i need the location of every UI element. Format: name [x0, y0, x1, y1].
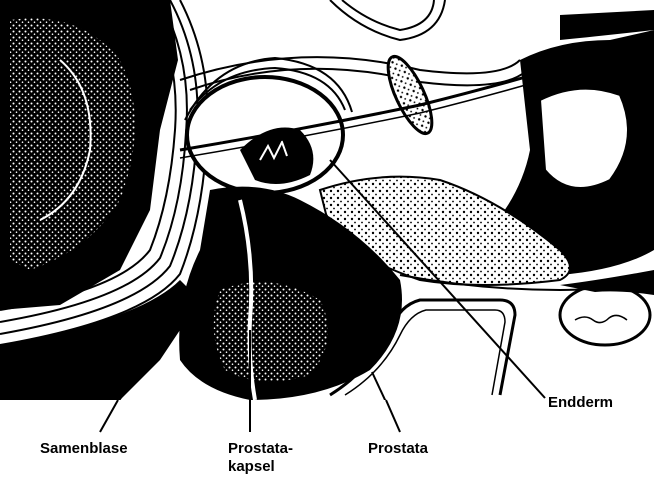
bladder: [185, 58, 352, 193]
left-dark-mass: [0, 0, 178, 310]
vas-deferens-section: [380, 51, 441, 139]
label-prostatakapsel-line1: Prostata-: [228, 440, 293, 458]
small-oval-structure: [560, 285, 650, 345]
label-endoderm: Endderm: [548, 394, 613, 412]
label-prostatakapsel-line2: kapsel: [228, 458, 293, 476]
label-samenblase: Samenblase: [40, 440, 128, 458]
label-prostatakapsel: Prostata- kapsel: [228, 440, 293, 476]
label-prostata: Prostata: [368, 440, 428, 458]
